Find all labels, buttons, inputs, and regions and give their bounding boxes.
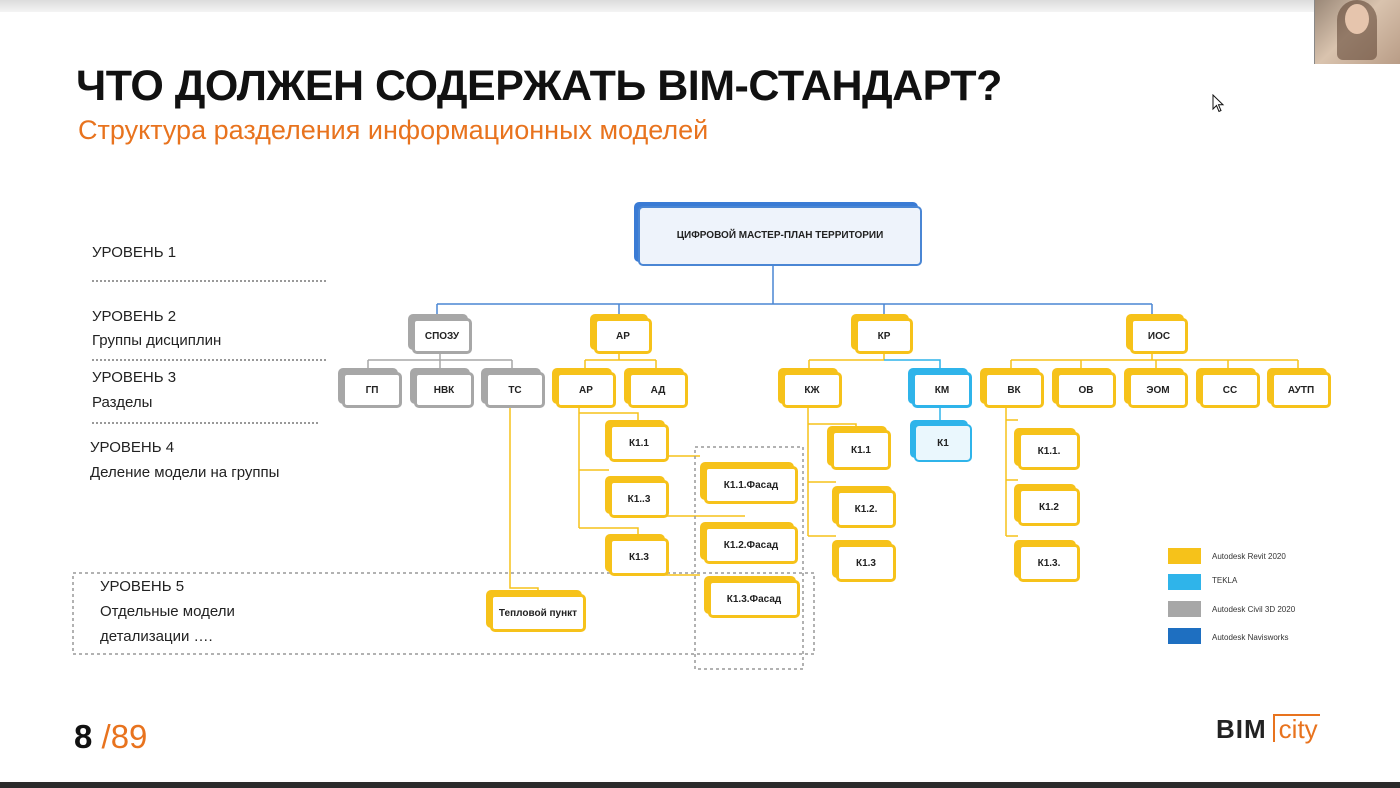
node-ar-k1-1: К1.1 — [609, 424, 669, 462]
node-vk-k1-2: К1.2 — [1018, 488, 1080, 526]
node-master-plan: ЦИФРОВОЙ МАСТЕР-ПЛАН ТЕРРИТОРИИ — [638, 206, 922, 266]
node-eom: ЭОМ — [1128, 372, 1188, 408]
node-km: КМ — [912, 372, 972, 408]
slide-pager: 8 /89 — [74, 718, 147, 756]
legend-label-navisworks: Autodesk Navisworks — [1212, 633, 1289, 642]
level-divider — [92, 422, 318, 424]
node-ts: ТС — [485, 372, 545, 408]
node-kzh-k1-2: К1.2. — [836, 490, 896, 528]
node-ar-group: АР — [594, 318, 652, 354]
level-5-desc-2: детализации …. — [100, 628, 213, 645]
node-kr: КР — [855, 318, 913, 354]
level-divider — [92, 359, 326, 361]
node-kzh: КЖ — [782, 372, 842, 408]
node-ss: СС — [1200, 372, 1260, 408]
level-5-label: УРОВЕНЬ 5 — [100, 578, 185, 595]
node-facade-2: К1.2.Фасад — [704, 526, 798, 564]
level-3-label: УРОВЕНЬ 3 — [92, 369, 177, 386]
node-vk-k1-3: К1.3. — [1018, 544, 1080, 582]
window-top-bar — [0, 0, 1400, 12]
node-facade-1: К1.1.Фасад — [704, 466, 798, 504]
mouse-pointer-icon — [1212, 94, 1225, 113]
node-autp: АУТП — [1271, 372, 1331, 408]
page-current: 8 — [74, 718, 93, 755]
webcam-face — [1345, 4, 1369, 34]
legend-label-civil3d: Autodesk Civil 3D 2020 — [1212, 605, 1296, 614]
slide-subtitle: Структура разделения информационных моде… — [78, 115, 709, 145]
node-kzh-k1-1: К1.1 — [831, 430, 891, 470]
node-gp: ГП — [342, 372, 402, 408]
level-2-label: УРОВЕНЬ 2 — [92, 308, 177, 325]
node-vk: ВК — [984, 372, 1044, 408]
node-facade-3: К1.3.Фасад — [708, 580, 800, 618]
logo-city-text: city — [1272, 714, 1320, 742]
node-ar-k1-3a: К1..3 — [609, 480, 669, 518]
level-4-desc: Деление модели на группы — [90, 464, 280, 481]
node-ov: ОВ — [1056, 372, 1116, 408]
node-ar: АР — [556, 372, 616, 408]
slide-title: ЧТО ДОЛЖЕН СОДЕРЖАТЬ BIM-СТАНДАРТ? — [76, 62, 1002, 110]
node-spozu: СПОЗУ — [412, 318, 472, 354]
level-1-label: УРОВЕНЬ 1 — [92, 244, 177, 261]
node-heat-point: Тепловой пункт — [490, 594, 586, 632]
level-5-desc: Отдельные модели — [100, 603, 235, 620]
legend-label-tekla: TEKLA — [1212, 576, 1238, 585]
legend-swatch-tekla — [1168, 574, 1201, 590]
level-divider — [92, 280, 326, 282]
level-3-desc: Разделы — [92, 394, 153, 411]
level-2-desc: Группы дисциплин — [92, 332, 222, 349]
node-nvk: НВК — [414, 372, 474, 408]
node-kzh-k1-3: К1.3 — [836, 544, 896, 582]
legend-label-revit: Autodesk Revit 2020 — [1212, 552, 1286, 561]
node-ios: ИОС — [1130, 318, 1188, 354]
legend-swatch-revit — [1168, 548, 1201, 564]
page-total: /89 — [101, 718, 148, 755]
legend-swatch-navisworks — [1168, 628, 1201, 644]
legend-swatch-civil3d — [1168, 601, 1201, 617]
logo-bim-text: BIM — [1216, 714, 1267, 744]
level-4-label: УРОВЕНЬ 4 — [90, 439, 175, 456]
node-km-k1: К1 — [914, 424, 972, 462]
window-bottom-bar — [0, 782, 1400, 788]
webcam-video — [1314, 0, 1400, 64]
node-ar-k1-3b: К1.3 — [609, 538, 669, 576]
node-vk-k1-1: К1.1. — [1018, 432, 1080, 470]
node-ad: АД — [628, 372, 688, 408]
